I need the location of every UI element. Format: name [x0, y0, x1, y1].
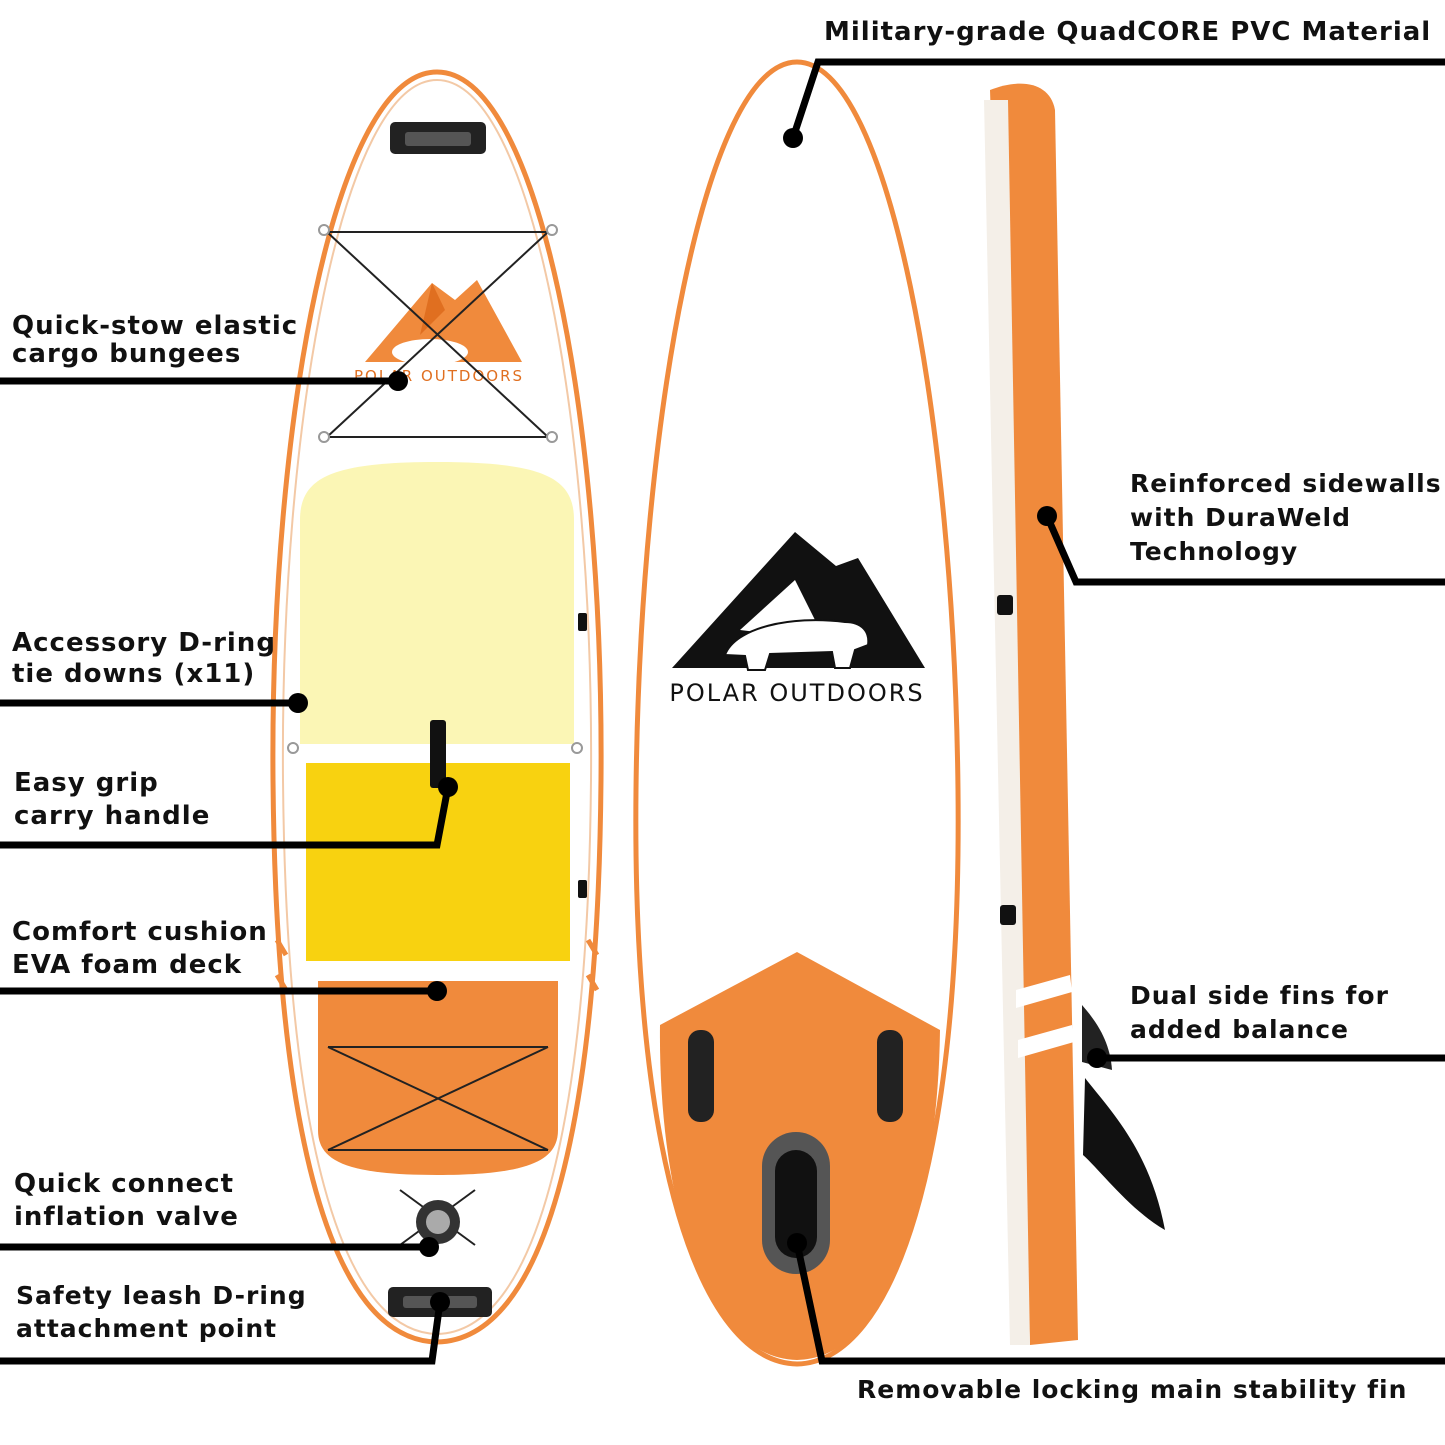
- board-bottom-view: POLAR OUTDOORS: [633, 59, 961, 1367]
- callout-bungees-line-1: Quick-stow elastic: [12, 311, 299, 341]
- callout-main-fin-line-1: Removable locking main stability fin: [857, 1375, 1408, 1404]
- callout-side-fins-line-1: Dual side fins for: [1130, 981, 1389, 1010]
- center-carry-handle: [430, 720, 446, 788]
- callout-deck: Comfort cushion EVA foam deck: [12, 916, 268, 982]
- callout-valve-line-2: inflation valve: [14, 1202, 239, 1232]
- callout-leash-line-1: Safety leash D-ring: [16, 1281, 307, 1310]
- board-side-view: [984, 83, 1165, 1345]
- front-bungees: [326, 231, 549, 438]
- bottom-brand-text: POLAR OUTDOORS: [669, 679, 924, 707]
- callout-d-rings-line-1: Accessory D-ring: [12, 628, 276, 658]
- front-d-rings: [318, 224, 558, 443]
- callout-handle: Easy grip carry handle: [14, 767, 210, 833]
- side-fin-boxes: [688, 1030, 903, 1122]
- callout-side-fins-line-2: added balance: [1130, 1015, 1349, 1044]
- callout-material: Military-grade QuadCORE PVC Material: [824, 16, 1431, 49]
- leader-lines: [0, 58, 1445, 1365]
- side-d-rings: [578, 613, 587, 898]
- callout-d-rings: Accessory D-ring tie downs (x11): [12, 628, 276, 690]
- callout-sidewalls-line-3: Technology: [1130, 537, 1299, 566]
- side-rail-white: [984, 100, 1030, 1345]
- callout-leash: Safety leash D-ring attachment point: [16, 1279, 307, 1345]
- callout-main-fin: Removable locking main stability fin: [857, 1373, 1407, 1406]
- nose-handle: [390, 122, 486, 154]
- callout-handle-line-2: carry handle: [14, 801, 211, 831]
- callout-deck-line-1: Comfort cushion: [12, 917, 268, 947]
- callout-handle-line-1: Easy grip: [14, 768, 159, 798]
- side-view-d-rings: [997, 595, 1016, 925]
- inflation-valve: [399, 1189, 476, 1246]
- callout-sidewalls-line-1: Reinforced sidewalls: [1130, 469, 1442, 498]
- callout-valve-line-1: Quick connect: [14, 1169, 235, 1199]
- center-fin-box: [762, 1132, 830, 1274]
- callout-deck-line-2: EVA foam deck: [12, 950, 243, 980]
- leader-dots: [288, 128, 1107, 1312]
- deck-pad-yellow: [306, 763, 570, 961]
- callout-bungees-line-2: cargo bungees: [12, 339, 242, 369]
- callout-side-fins: Dual side fins for added balance: [1130, 979, 1389, 1047]
- callout-d-rings-line-2: tie downs (x11): [12, 659, 256, 689]
- side-rail-stripes: [1016, 975, 1074, 1058]
- callout-material-line-1: Military-grade QuadCORE PVC Material: [824, 17, 1432, 47]
- callout-sidewalls: Reinforced sidewalls with DuraWeld Techn…: [1130, 467, 1442, 569]
- board-top-view: POLAR OUTDOORS: [270, 69, 604, 1345]
- rear-bungees: [327, 1046, 549, 1151]
- callout-valve: Quick connect inflation valve: [14, 1168, 239, 1234]
- bottom-logo: POLAR OUTDOORS: [669, 532, 925, 707]
- callout-bungees: Quick-stow elastic cargo bungees: [12, 312, 298, 368]
- callout-sidewalls-line-2: with DuraWeld: [1130, 503, 1351, 532]
- deck-pad-orange: [318, 981, 558, 1175]
- callout-leash-line-2: attachment point: [16, 1314, 278, 1343]
- main-stability-fin: [1083, 1078, 1165, 1230]
- deck-pad-light: [300, 462, 574, 744]
- mid-d-rings: [287, 742, 583, 754]
